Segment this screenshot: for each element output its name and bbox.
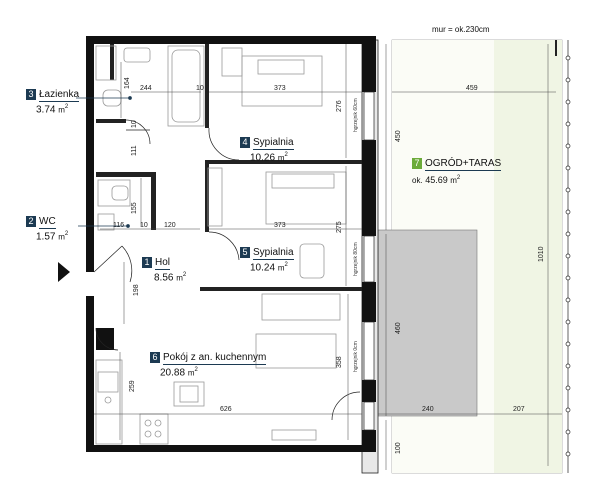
terrace-slab bbox=[377, 229, 478, 417]
room-3-area-sup: 2 bbox=[64, 104, 69, 110]
room-6-area-sup: 2 bbox=[194, 367, 198, 373]
room-7-number: 7 bbox=[412, 158, 422, 169]
windows bbox=[363, 91, 375, 431]
garden-fence bbox=[565, 40, 571, 473]
room-6-area-value: 20.88 bbox=[160, 367, 186, 379]
room-7-area-unit: m bbox=[450, 176, 457, 185]
room-2-number: 2 bbox=[26, 216, 36, 227]
room-3-name: Łazienka bbox=[39, 89, 80, 102]
living-furniture bbox=[95, 293, 341, 445]
dimension-lines bbox=[94, 44, 562, 470]
room-5-area: 10.24 m2 bbox=[250, 259, 288, 274]
leader-lines bbox=[76, 96, 132, 228]
outer-walls bbox=[86, 36, 376, 452]
dim-1010: 1010 bbox=[538, 246, 545, 262]
inner-walls bbox=[96, 44, 362, 291]
room-4-number: 4 bbox=[240, 137, 250, 148]
room-6-area: 20.88 m2 bbox=[160, 364, 198, 379]
garden-lawn bbox=[494, 40, 562, 473]
dim-460: 460 bbox=[395, 322, 402, 334]
window-note-3: hgrzejnik 0cm bbox=[353, 341, 359, 372]
room-2-area-value: 1.57 bbox=[36, 231, 56, 243]
dim-10a: 10 bbox=[196, 85, 204, 92]
dim-358: 358 bbox=[336, 356, 343, 368]
dim-373a: 373 bbox=[274, 85, 286, 92]
room-1-area-sup: 2 bbox=[182, 272, 187, 278]
doors bbox=[93, 119, 361, 421]
room-1-name: Hol bbox=[155, 257, 171, 270]
room-3-area-value: 3.74 bbox=[36, 104, 56, 116]
dim-111: 111 bbox=[131, 145, 138, 156]
dim-116: 116 bbox=[113, 222, 124, 229]
room-7-area-sup: 2 bbox=[456, 175, 461, 181]
dim-459: 459 bbox=[466, 85, 478, 92]
dim-198: 198 bbox=[133, 284, 140, 296]
room-2-name: WC bbox=[39, 216, 56, 229]
room-4-area-value: 10.26 bbox=[250, 152, 276, 164]
dim-276: 276 bbox=[336, 100, 343, 112]
room-3-area-unit: m bbox=[58, 105, 65, 115]
dim-120: 120 bbox=[164, 222, 176, 229]
room-1-number: 1 bbox=[142, 257, 152, 268]
room-5-area-value: 10.24 bbox=[250, 262, 276, 274]
room-7-name: OGRÓD+TARAS bbox=[425, 158, 502, 171]
room-1-area-value: 8.56 bbox=[154, 272, 174, 284]
bathroom-fixtures bbox=[95, 45, 205, 231]
room-2-area-unit: m bbox=[58, 232, 65, 242]
dim-450: 450 bbox=[395, 130, 402, 142]
dim-164: 164 bbox=[124, 77, 131, 89]
dim-275: 275 bbox=[336, 221, 343, 233]
dim-244: 244 bbox=[140, 85, 152, 92]
room-5-name: Sypialnia bbox=[253, 247, 294, 260]
dim-10b: 10 bbox=[131, 120, 138, 128]
dim-100: 100 bbox=[395, 442, 402, 454]
room-4-area-sup: 2 bbox=[284, 152, 288, 158]
dim-373b: 373 bbox=[274, 222, 286, 229]
room-1-area-unit: m bbox=[176, 273, 183, 283]
dim-259: 259 bbox=[129, 380, 136, 392]
room-2-area: 1.57 m2 bbox=[36, 228, 68, 243]
room-6-number: 6 bbox=[150, 352, 160, 363]
wall-note: mur = ok.230cm bbox=[432, 25, 490, 34]
room-5-number: 5 bbox=[240, 247, 250, 258]
dim-207: 207 bbox=[513, 406, 525, 413]
window-note-1: hgrzejnik 60cm bbox=[353, 98, 359, 132]
room-4-area-unit: m bbox=[277, 153, 285, 163]
room-7-area-value: 45.69 bbox=[425, 175, 448, 185]
room-6-area-unit: m bbox=[187, 368, 195, 378]
dim-240: 240 bbox=[422, 406, 434, 413]
room-2-area-sup: 2 bbox=[64, 231, 69, 237]
room-4-area: 10.26 m2 bbox=[250, 149, 288, 164]
window-note-2: hgrzejnik 80cm bbox=[353, 242, 359, 276]
room-3-area: 3.74 m2 bbox=[36, 101, 68, 116]
room-1-area: 8.56 m2 bbox=[154, 269, 186, 284]
entrance-arrow-icon bbox=[58, 262, 70, 282]
room-7-area-prefix: ok. bbox=[412, 176, 423, 185]
room-5-area-unit: m bbox=[277, 263, 285, 273]
dim-626: 626 bbox=[220, 406, 232, 413]
room-6-name: Pokój z an. kuchennym bbox=[163, 352, 267, 365]
dim-155: 155 bbox=[131, 202, 138, 214]
room-5-area-sup: 2 bbox=[284, 262, 288, 268]
room-7-area: ok. 45.69 m2 bbox=[412, 172, 460, 187]
dim-10c: 10 bbox=[140, 222, 148, 229]
room-4-name: Sypialnia bbox=[253, 137, 294, 150]
room-3-number: 3 bbox=[26, 89, 36, 100]
